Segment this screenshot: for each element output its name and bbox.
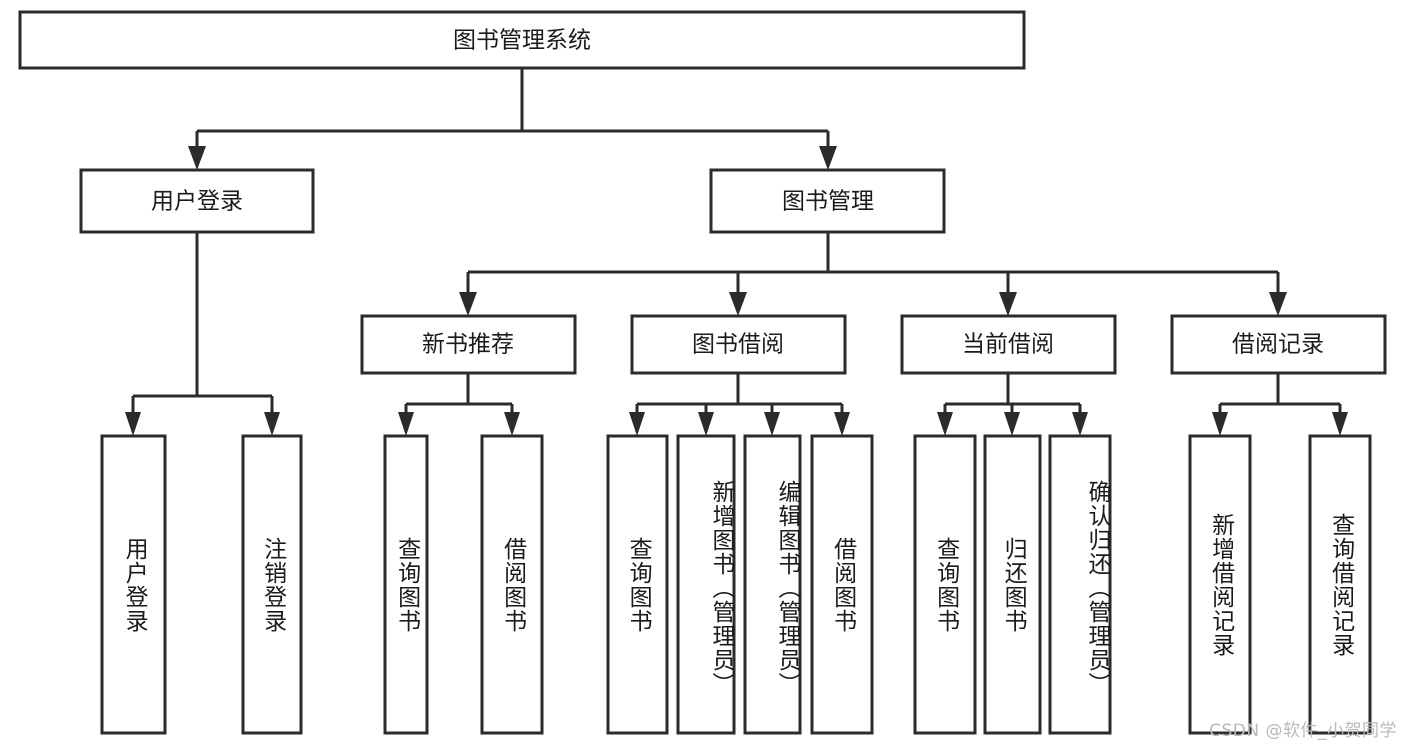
- connectors-borrowrecord-to-leaves: [1212, 373, 1348, 436]
- leaf-box-query-book-1[interactable]: [383, 434, 429, 735]
- node-borrow-record-box[interactable]: [1170, 314, 1387, 375]
- leaf-box-add-borrow-record[interactable]: [1188, 434, 1252, 735]
- arrow-head-leaf-query-book-1: [398, 412, 414, 436]
- node-book-borrow-label: 图书借阅: [692, 332, 784, 358]
- node-book-management-box[interactable]: [709, 168, 946, 234]
- node-current-borrow-box[interactable]: [900, 314, 1117, 375]
- leaf-box-query-book-3[interactable]: [913, 434, 977, 735]
- leaf-box-borrow-book-1[interactable]: [480, 434, 544, 735]
- arrow-head-leaf-return-book: [1004, 412, 1020, 436]
- connectors-root-to-level2: [188, 68, 837, 170]
- node-book-management[interactable]: 图书管理: [709, 168, 946, 234]
- arrow-head-leaf-user-login: [125, 412, 141, 436]
- arrow-head-current-borrow: [999, 292, 1017, 316]
- node-root-box[interactable]: [18, 10, 1026, 70]
- arrow-head-leaf-query-book-2: [629, 412, 645, 436]
- connectors-bookborrow-to-leaves: [629, 373, 850, 436]
- arrow-head-book-borrow: [729, 292, 747, 316]
- connectors-currentborrow-to-leaves: [937, 373, 1088, 436]
- node-new-book-recommend-box[interactable]: [360, 314, 577, 375]
- node-user-login-box[interactable]: [79, 168, 315, 234]
- node-borrow-record[interactable]: 借阅记录: [1170, 314, 1387, 375]
- arrow-head-leaf-confirm-return: [1072, 412, 1088, 436]
- node-book-borrow[interactable]: 图书借阅: [630, 314, 847, 375]
- arrow-head-leaf-add-book: [698, 412, 714, 436]
- node-borrow-record-label: 借阅记录: [1232, 332, 1324, 358]
- arrow-head-leaf-query-borrow-record: [1332, 412, 1348, 436]
- node-user-login-label: 用户登录: [151, 189, 243, 215]
- arrow-head-user-login: [188, 146, 206, 170]
- csdn-watermark: CSDN @软件_小贺同学: [1209, 721, 1397, 741]
- leaf-box-borrow-book-2[interactable]: [810, 434, 874, 735]
- arrow-head-leaf-borrow-book-2: [834, 412, 850, 436]
- connectors-bookmgmt-to-level3: [459, 232, 1287, 316]
- node-current-borrow-label: 当前借阅: [962, 332, 1054, 358]
- arrow-head-leaf-borrow-book-1: [504, 412, 520, 436]
- node-book-management-label: 图书管理: [782, 189, 874, 215]
- arrow-head-leaf-query-book-3: [937, 412, 953, 436]
- leaf-box-query-book-2[interactable]: [606, 434, 669, 735]
- node-book-borrow-box[interactable]: [630, 314, 847, 375]
- connectors-newbook-to-leaves: [398, 373, 520, 436]
- leaf-box-query-borrow-record[interactable]: [1308, 434, 1372, 735]
- leaf-boxes: [100, 434, 1372, 735]
- arrow-head-borrow-record: [1269, 292, 1287, 316]
- node-user-login[interactable]: 用户登录: [79, 168, 315, 234]
- leaf-box-user-login[interactable]: [100, 434, 167, 735]
- node-root[interactable]: 图书管理系统: [18, 10, 1026, 70]
- arrow-head-new-book-recommend: [459, 292, 477, 316]
- arrow-head-book-management: [819, 146, 837, 170]
- leaf-box-logout-login[interactable]: [241, 434, 303, 735]
- leaf-box-edit-book[interactable]: [743, 434, 802, 735]
- node-new-book-recommend[interactable]: 新书推荐: [360, 314, 577, 375]
- arrow-head-leaf-edit-book: [764, 412, 780, 436]
- connectors-userlogin-to-leaves: [125, 232, 280, 436]
- node-new-book-recommend-label: 新书推荐: [422, 332, 514, 358]
- leaf-box-add-book[interactable]: [676, 434, 736, 735]
- leaf-box-return-book[interactable]: [983, 434, 1042, 735]
- node-current-borrow[interactable]: 当前借阅: [900, 314, 1117, 375]
- arrow-head-leaf-add-borrow-record: [1212, 412, 1228, 436]
- node-root-label: 图书管理系统: [453, 28, 591, 54]
- leaf-box-confirm-return[interactable]: [1048, 434, 1112, 735]
- arrow-head-leaf-logout-login: [264, 412, 280, 436]
